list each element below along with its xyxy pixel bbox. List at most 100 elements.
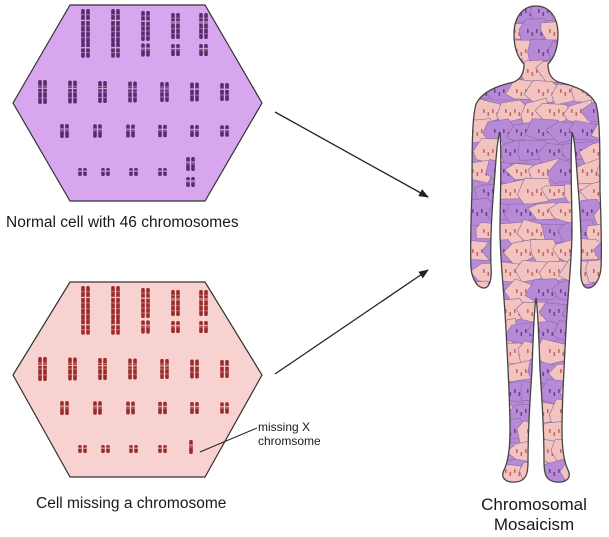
chromosome xyxy=(128,81,132,103)
chromosome xyxy=(176,13,180,39)
mosaic-patch xyxy=(475,62,507,83)
mosaic-patch xyxy=(571,402,602,426)
chromosome xyxy=(176,320,180,334)
chromosome xyxy=(86,286,90,320)
mosaic-patch xyxy=(604,261,609,283)
human-body-figure xyxy=(469,5,609,523)
chromosome xyxy=(93,401,97,415)
mosaic-patch xyxy=(470,280,495,307)
mosaic-patch xyxy=(479,38,516,63)
chromosome xyxy=(106,168,110,176)
chromosome xyxy=(191,177,195,187)
chromosome xyxy=(111,319,115,335)
mosaic-patch xyxy=(559,377,594,404)
mosaic-patch xyxy=(605,21,609,46)
chromosome xyxy=(160,359,164,379)
mosaic-patch xyxy=(480,6,519,27)
chromosome xyxy=(220,83,224,101)
mosaic-patch xyxy=(601,498,609,523)
mosaic-patch xyxy=(573,323,602,346)
chromosome xyxy=(81,42,85,58)
mosaic-patch xyxy=(571,282,602,304)
chromosome xyxy=(83,445,87,453)
chromosome xyxy=(98,81,102,103)
mosaic-patch xyxy=(547,40,581,66)
mosaic-patch xyxy=(596,158,602,183)
chromosome xyxy=(176,43,180,57)
chromosome xyxy=(131,124,135,138)
chromosome xyxy=(134,168,138,176)
chromosome xyxy=(98,358,102,380)
chromosome xyxy=(131,401,135,415)
chromosome xyxy=(43,80,47,104)
chromosome xyxy=(68,80,72,104)
chromosome xyxy=(171,13,175,39)
chromosome xyxy=(204,320,208,334)
chromosome xyxy=(171,43,175,57)
chromosome xyxy=(176,290,180,316)
chromosome xyxy=(163,401,167,415)
mosaic-patch xyxy=(569,238,602,261)
chromosome xyxy=(195,82,199,102)
mosaic-patch xyxy=(584,21,602,46)
chromosome xyxy=(146,43,150,57)
chromosome xyxy=(116,42,120,58)
chromosome xyxy=(199,320,203,334)
chromosome xyxy=(116,286,120,320)
chromosome xyxy=(186,177,190,187)
mosaic-patch xyxy=(585,258,602,283)
mosaic-patch xyxy=(593,318,602,342)
chromosome xyxy=(86,42,90,58)
chromosome xyxy=(60,401,64,415)
mosaic-patch xyxy=(470,6,497,24)
chromosome xyxy=(73,357,77,381)
mosaic-patch xyxy=(563,343,593,366)
mosaic-patch xyxy=(473,462,505,483)
chromosome xyxy=(220,402,224,414)
chromosome xyxy=(160,82,164,102)
missing-cell-label: Cell missing a chromosome xyxy=(36,495,227,512)
chromosome xyxy=(171,320,175,334)
mosaic-patch xyxy=(540,20,571,42)
missing-x-note-line1: missing X xyxy=(258,420,311,434)
normal-karyotype xyxy=(38,9,229,187)
chromosome xyxy=(204,13,208,39)
chromosome xyxy=(189,440,193,454)
mosaic-patch xyxy=(585,460,602,483)
chromosome xyxy=(141,43,145,57)
chromosome xyxy=(190,359,194,379)
chromosome xyxy=(78,445,82,453)
arrow-missing-to-body xyxy=(274,269,429,375)
chromosome xyxy=(134,445,138,453)
chromosome xyxy=(133,81,137,103)
chromosome xyxy=(101,168,105,176)
chromosome xyxy=(199,13,203,39)
chromosome xyxy=(111,286,115,320)
chromosome xyxy=(158,124,162,138)
mosaic-patch xyxy=(593,202,602,227)
mosaic-patch xyxy=(470,42,499,66)
mosaic-patch xyxy=(562,421,594,445)
chromosome xyxy=(83,168,87,176)
chromosome xyxy=(225,402,229,414)
chromosome xyxy=(98,401,102,415)
chromosome xyxy=(65,124,69,138)
mosaic-patch xyxy=(470,317,497,343)
chromosome xyxy=(141,11,145,41)
chromosome xyxy=(103,358,107,380)
chromosome xyxy=(204,43,208,57)
chromosome xyxy=(133,358,137,380)
chromosome xyxy=(171,290,175,316)
mosaic-patch xyxy=(596,438,602,465)
mosaic-patch xyxy=(590,357,602,381)
mosaic-patch xyxy=(571,444,602,464)
missing-x-pointer xyxy=(199,427,258,453)
chromosome xyxy=(116,9,120,43)
missing-x-note-line2: chromsome xyxy=(258,434,321,448)
chromosome xyxy=(103,81,107,103)
chromosome xyxy=(199,290,203,316)
mosaic-patch xyxy=(516,177,553,206)
chromosome xyxy=(190,82,194,102)
mosaic-patch xyxy=(592,77,602,104)
